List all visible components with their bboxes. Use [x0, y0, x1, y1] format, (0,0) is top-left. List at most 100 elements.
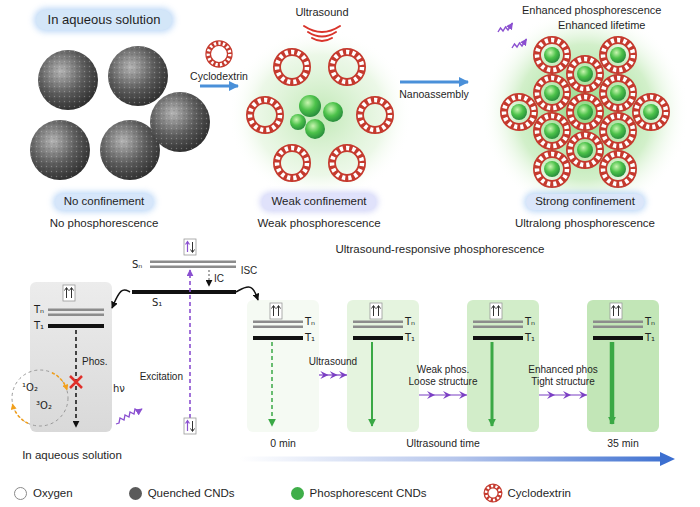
legend: OxygenQuenched CNDsPhosphorescent CNDsCy… — [14, 483, 571, 503]
strong-glow — [481, 8, 689, 216]
tight-assembly — [537, 40, 567, 70]
aqueous-level-panel — [75, 330, 77, 427]
aqueous-level-panel — [48, 314, 104, 317]
tight-assembly — [610, 47, 626, 63]
quenched-cnd-cluster — [108, 46, 168, 106]
ultrasound-level-panel — [371, 342, 373, 426]
loose-cyclodextrin-ring — [250, 52, 390, 178]
panel-heading: In aqueous solution — [36, 10, 173, 30]
tight-assembly — [603, 154, 633, 184]
singlet-levels-art — [116, 239, 236, 434]
legend-symbol — [14, 487, 27, 500]
emission-wave — [498, 23, 513, 32]
level-label: S₁ — [152, 297, 162, 309]
legend-symbol — [486, 486, 500, 500]
connector — [112, 290, 130, 308]
connector — [539, 394, 587, 395]
ultrasound-level-panel — [593, 321, 643, 324]
tight-assembly — [603, 116, 633, 146]
oxygen-cycle — [13, 404, 29, 423]
singlet-levels-art — [184, 418, 196, 434]
condition-label: In aqueous solution — [22, 449, 122, 463]
singlet-levels-art — [209, 270, 210, 286]
state-label: Weak confinement — [262, 194, 375, 210]
quenched-cnd-cluster — [38, 50, 98, 110]
connector — [236, 287, 258, 300]
edge-label: Weak phos. Loose structure — [406, 364, 480, 388]
legend-label: Quenched CNDs — [148, 487, 235, 499]
tight-assembly — [610, 161, 626, 177]
green-cnd-core — [305, 119, 325, 139]
energy-panel: TₙT₁ — [347, 300, 419, 432]
species-label: ¹O₂ — [22, 382, 38, 394]
tight-assembly — [570, 97, 600, 127]
ultrasound-level-panel — [271, 342, 273, 426]
tight-assembly — [511, 104, 527, 120]
emission-wave — [498, 23, 527, 48]
transition-label: Phos. — [82, 356, 108, 368]
ultrasound-waves — [308, 32, 336, 37]
level-label: Tₙ — [305, 316, 315, 328]
photon-label: hν — [113, 383, 125, 395]
loose-cyclodextrin-ring — [360, 100, 390, 130]
cyclodextrin-icon — [208, 43, 230, 65]
tight-assembly — [577, 104, 593, 120]
state-panel: In aqueous solution No confinement No phos… — [8, 6, 200, 240]
edge-label: Cyclodextrin — [190, 70, 248, 83]
oxygen-cycle — [52, 373, 67, 390]
aqueous-level-panel — [48, 324, 104, 328]
legend-swatch — [129, 487, 142, 500]
connector — [200, 85, 238, 88]
stimulus-label: Ultrasound — [295, 6, 348, 19]
tight-assembly — [636, 97, 666, 127]
ultrasound-level-panel — [353, 321, 403, 324]
edge-label: Enhanced phos Tight structure — [526, 364, 600, 388]
ultrasound-level-panel — [473, 321, 523, 324]
ultrasound-level-panel — [593, 326, 643, 329]
level-label: Sₙ — [132, 259, 142, 271]
time-axis — [660, 452, 675, 466]
ultrasound-level-panel — [610, 303, 622, 319]
time-label: 35 min — [607, 437, 639, 450]
weak-glow — [228, 29, 412, 201]
legend-symbol — [486, 486, 500, 500]
effect-label: Enhanced phosphorescence — [522, 4, 661, 17]
level-label: Tₙ — [645, 316, 655, 328]
legend-label: Oxygen — [33, 487, 73, 499]
section-heading: Ultrasound-responsive phosphorescence — [335, 243, 544, 257]
singlet-levels-art — [116, 409, 142, 424]
aqueous-level-panel — [30, 282, 112, 432]
aqueous-level-panel — [30, 282, 112, 432]
state-caption: Weak phosphorescence — [257, 217, 380, 231]
ultrasound-level-panel — [247, 300, 659, 432]
energy-panel: TₙT₁ — [587, 300, 659, 432]
species-label: ³O₂ — [36, 400, 52, 412]
tight-assembly — [537, 78, 567, 108]
level-label: Tₙ — [405, 316, 415, 328]
tight-assembly — [537, 154, 567, 184]
oxygen-cycle — [12, 370, 68, 426]
transition-label: IC — [214, 273, 224, 285]
state-label: No confinement — [55, 194, 154, 210]
ultrasound-waves — [312, 38, 332, 41]
aqueous-level-panel — [70, 376, 82, 388]
ultrasound-level-panel — [473, 336, 523, 340]
ultrasound-level-panel — [253, 326, 303, 329]
tight-assembly — [577, 142, 593, 158]
legend-item: Quenched CNDs — [129, 487, 235, 500]
tight-assembly — [504, 40, 666, 184]
tight-assembly — [577, 66, 593, 82]
state-caption: No phosphorescence — [50, 217, 159, 231]
time-axis — [240, 452, 675, 466]
level-label: T₁ — [34, 320, 44, 332]
tight-assembly — [643, 104, 659, 120]
loose-cyclodextrin-ring — [250, 100, 280, 130]
tight-assembly — [544, 47, 560, 63]
connector — [419, 394, 467, 395]
ultrasound-level-panel — [247, 300, 319, 432]
tight-assembly — [544, 85, 560, 101]
loose-cyclodextrin-ring — [332, 52, 362, 82]
tight-assembly — [570, 135, 600, 165]
connector — [400, 81, 468, 84]
